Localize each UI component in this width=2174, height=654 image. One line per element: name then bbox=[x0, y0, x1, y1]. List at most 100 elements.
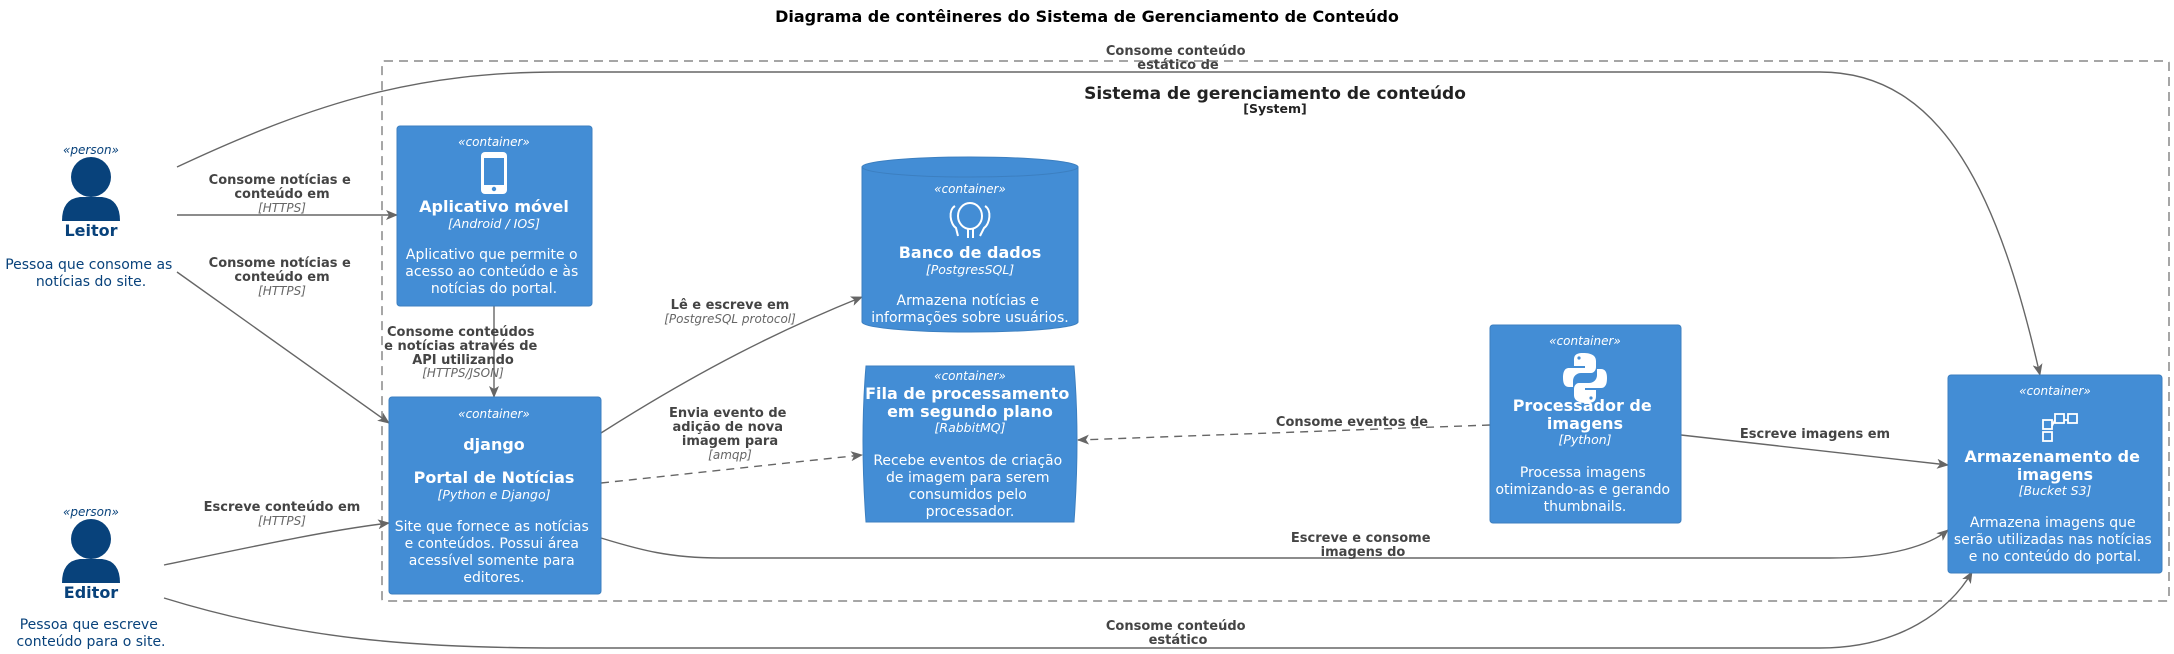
container-stereotype: «container» bbox=[458, 135, 530, 149]
edge-portal-storage bbox=[600, 529, 1949, 559]
desc-line: consumidos pelo bbox=[909, 487, 1027, 503]
desc-line: notícias do portal. bbox=[431, 281, 557, 297]
container-technology: [Bucket S3] bbox=[2019, 483, 2092, 498]
edge-label-line: estático de bbox=[1137, 58, 1219, 73]
person-description: Pessoa que consome as notícias do site. bbox=[5, 257, 177, 290]
desc-line: editores. bbox=[463, 570, 524, 586]
container-technology: [Python] bbox=[1558, 432, 1611, 447]
container-description: Recebe eventos de criação de imagem para… bbox=[873, 453, 1066, 520]
container-title: Processador de imagens bbox=[1513, 396, 1658, 433]
python-logo-icon bbox=[1563, 353, 1607, 403]
edge-label-line: API utilizando bbox=[412, 353, 514, 368]
edge-label-line: Consome conteúdo bbox=[1106, 619, 1246, 634]
edge-label-portal-queue: Envia evento de adição de nova imagem pa… bbox=[669, 406, 791, 462]
container-aplicativo-movel: «container» Aplicativo móvel [Android / … bbox=[396, 125, 593, 307]
edge-technology: [HTTPS] bbox=[258, 284, 306, 298]
edge-label-line: Consome notícias e bbox=[209, 256, 351, 271]
edge-portal-db bbox=[600, 296, 863, 434]
svg-text:Consome notícias e conte: Consome notícias e conteúdo em bbox=[209, 256, 356, 285]
edge-label-portal-storage: Escreve e consome imagens do bbox=[1291, 531, 1431, 560]
container-fila-de-processamento: «container» Fila de processamento em seg… bbox=[862, 365, 1078, 523]
title-line: Armazenamento de bbox=[1964, 447, 2140, 466]
container-technology: [Python e Django] bbox=[438, 487, 551, 502]
container-description: Armazena notícias e informações sobre us… bbox=[871, 293, 1068, 326]
svg-text:Consome notícias e conte: Consome notícias e conteúdo em bbox=[209, 173, 356, 202]
container-stereotype: «container» bbox=[934, 369, 1006, 383]
person-name: Leitor bbox=[64, 221, 117, 240]
desc-line: Pessoa que escreve bbox=[20, 617, 158, 633]
desc-line: conteúdo para o site. bbox=[16, 634, 165, 650]
desc-line: Armazena notícias e bbox=[897, 293, 1040, 309]
title-line: imagens bbox=[2017, 465, 2093, 484]
container-title: Fila de processamento em segundo plano bbox=[865, 384, 1075, 421]
container-technology: [Android / IOS] bbox=[448, 216, 540, 231]
edge-label-line: imagens do bbox=[1321, 545, 1406, 560]
boundary-title: Sistema de gerenciamento de conteúdo bbox=[1084, 84, 1466, 104]
edge-proc-storage bbox=[1680, 434, 1949, 469]
boundary-type: [System] bbox=[1243, 101, 1307, 116]
smartphone-icon bbox=[481, 152, 507, 194]
person-stereotype: «person» bbox=[63, 505, 119, 519]
edge-label-leitor-app: Consome notícias e conteúdo em [HTTPS] bbox=[209, 173, 356, 215]
desc-line: de imagem para serem bbox=[886, 470, 1050, 486]
person-icon bbox=[62, 157, 120, 221]
desc-line: thumbnails. bbox=[1544, 499, 1627, 515]
svg-text:Envia evento de adição d: Envia evento de adição de nova imagem pa… bbox=[669, 406, 791, 449]
system-boundary: Sistema de gerenciamento de conteúdo [Sy… bbox=[381, 60, 2170, 602]
edge-technology: [amqp] bbox=[708, 448, 752, 462]
edge-label-proc-storage: Escreve imagens em bbox=[1740, 427, 1890, 442]
person-name: Editor bbox=[64, 583, 119, 602]
container-stereotype: «container» bbox=[458, 407, 530, 421]
edge-technology: [HTTPS] bbox=[258, 201, 306, 215]
desc-line: serão utilizadas nas notícias bbox=[1954, 532, 2152, 548]
edge-label-editor-portal: Escreve conteúdo em [HTTPS] bbox=[204, 500, 361, 528]
svg-text:Consome conteúdo estátic: Consome conteúdo estático de bbox=[1106, 44, 1250, 73]
container-stereotype: «container» bbox=[2019, 384, 2091, 398]
desc-line: Processa imagens bbox=[1520, 465, 1646, 481]
title-line: Fila de processamento bbox=[865, 384, 1069, 403]
desc-line: Recebe eventos de criação bbox=[873, 453, 1062, 469]
container-portal-de-noticias: «container» django Portal de Notícias [P… bbox=[388, 396, 602, 595]
person-description: Pessoa que escreve conteúdo para o site. bbox=[16, 617, 165, 650]
container-stereotype: «container» bbox=[1549, 334, 1621, 348]
container-technology: [RabbitMQ] bbox=[935, 420, 1006, 435]
edge-label-line: Escreve conteúdo em bbox=[204, 500, 361, 515]
container-description: Site que fornece as notícias e conteúdos… bbox=[395, 519, 593, 586]
edge-portal-queue bbox=[600, 451, 863, 484]
edge-label-line: Escreve imagens em bbox=[1740, 427, 1890, 442]
container-description: Processa imagens otimizando-as e gerando… bbox=[1495, 465, 1674, 515]
desc-line: Pessoa que consome as bbox=[5, 257, 172, 273]
edge-label-editor-storage: Consome conteúdo estático bbox=[1106, 619, 1250, 648]
edge-label-line: estático bbox=[1149, 633, 1208, 648]
title-line: imagens bbox=[1547, 414, 1623, 433]
edge-label-line: Consome notícias e bbox=[209, 173, 351, 188]
person-editor: «person» Editor Pessoa que escreve conte… bbox=[16, 505, 165, 650]
edge-label-portal-db: Lê e escreve em [PostgreSQL protocol] bbox=[664, 298, 796, 326]
edge-leitor-portal bbox=[176, 271, 390, 424]
desc-line: acessível somente para bbox=[409, 553, 575, 569]
container-title: Banco de dados bbox=[899, 243, 1042, 262]
edge-label-line: conteúdo em bbox=[234, 270, 329, 285]
container-description: Armazena imagens que serão utilizadas na… bbox=[1954, 515, 2156, 565]
edge-label-line: Consome eventos de bbox=[1276, 415, 1428, 430]
edge-technology: [HTTPS/JSON] bbox=[422, 366, 504, 380]
svg-text:Consome conteúdos e notí: Consome conteúdos e notícias através de … bbox=[384, 325, 542, 368]
container-banco-de-dados: «container» Banco de dados [PostgresSQL]… bbox=[861, 156, 1079, 333]
svg-text:Consome conteúdo estátic: Consome conteúdo estático bbox=[1106, 619, 1250, 648]
edge-editor-portal bbox=[163, 519, 390, 566]
container-processador-de-imagens: «container» Processador de imagens [Pyth… bbox=[1489, 324, 1682, 524]
container-title: Armazenamento de imagens bbox=[1964, 447, 2145, 484]
edge-leitor-storage bbox=[176, 71, 2043, 376]
desc-line: notícias do site. bbox=[36, 274, 146, 290]
desc-line: processador. bbox=[926, 504, 1015, 520]
edge-label-line: imagem para bbox=[682, 434, 778, 449]
container-title: Portal de Notícias bbox=[414, 468, 575, 487]
desc-line: e conteúdos. Possui área bbox=[405, 536, 579, 552]
desc-line: otimizando-as e gerando bbox=[1495, 482, 1670, 498]
edge-label-line: conteúdo em bbox=[234, 187, 329, 202]
title-line: em segundo plano bbox=[887, 402, 1053, 421]
s3-bucket-icon bbox=[2042, 413, 2078, 442]
edge-label-line: adição de nova bbox=[672, 420, 783, 435]
edge-label-line: Escreve e consome bbox=[1291, 531, 1431, 546]
